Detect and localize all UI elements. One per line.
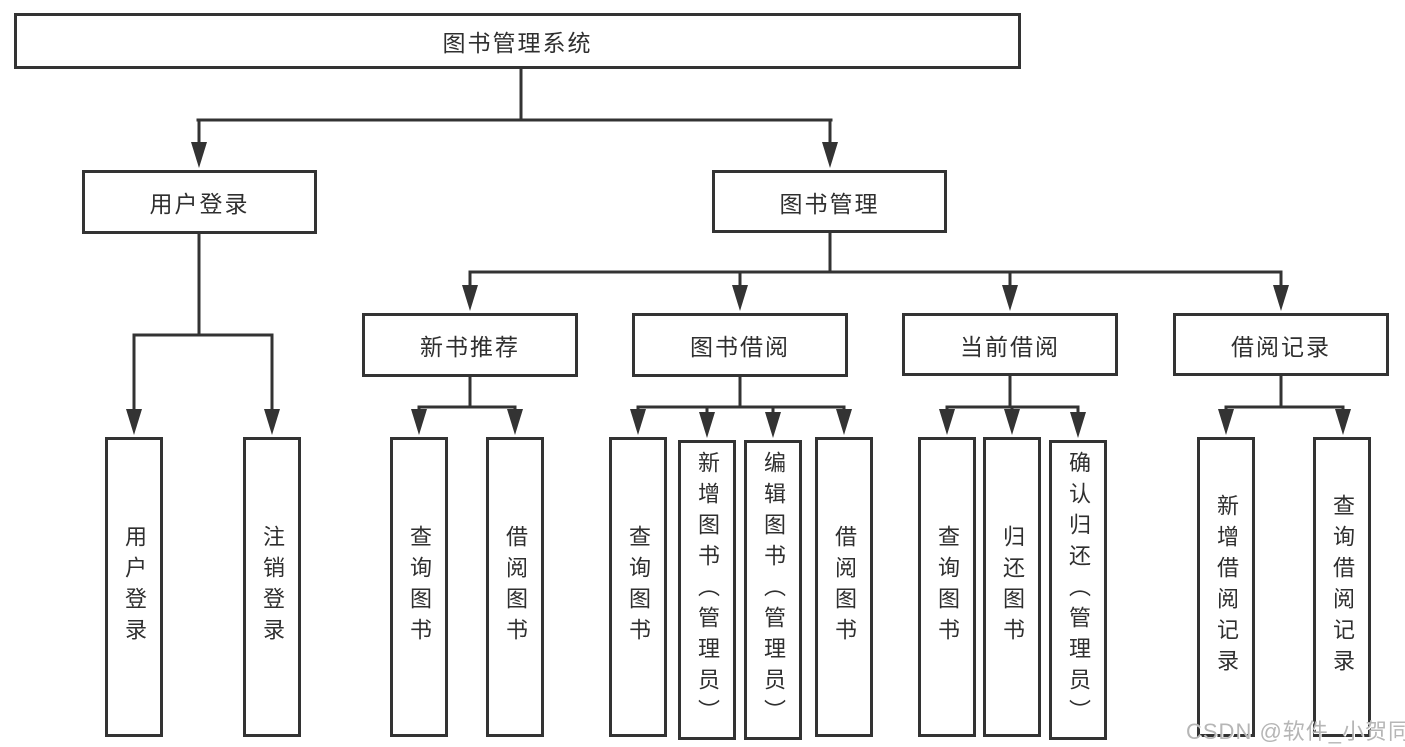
leaf-confirm-return-admin: 确认归还（管理员） [1049,440,1107,740]
node-new-book-recommendation: 新书推荐 [362,313,578,377]
leaf-query-borrow-record: 查询借阅记录 [1313,437,1371,737]
leaf-edit-book-admin: 编辑图书（管理员） [744,440,802,740]
node-book-borrowing: 图书借阅 [632,313,848,377]
node-borrowing-records: 借阅记录 [1173,313,1389,376]
arrowheads [126,142,1351,438]
node-book-management: 图书管理 [712,170,947,233]
leaf-query-books-3: 查询图书 [918,437,976,737]
leaf-add-book-admin: 新增图书（管理员） [678,440,736,740]
leaf-borrow-books-2: 借阅图书 [815,437,873,737]
leaf-user-login: 用户登录 [105,437,163,737]
node-root: 图书管理系统 [14,13,1021,69]
leaf-return-books: 归还图书 [983,437,1041,737]
leaf-logout: 注销登录 [243,437,301,737]
node-user-login: 用户登录 [82,170,317,234]
node-current-borrowing: 当前借阅 [902,313,1118,376]
leaf-borrow-books-1: 借阅图书 [486,437,544,737]
leaf-query-books-2: 查询图书 [609,437,667,737]
leaf-query-books-1: 查询图书 [390,437,448,737]
leaf-add-borrow-record: 新增借阅记录 [1197,437,1255,737]
watermark: CSDN @软件_小贺同学 [1186,719,1405,744]
